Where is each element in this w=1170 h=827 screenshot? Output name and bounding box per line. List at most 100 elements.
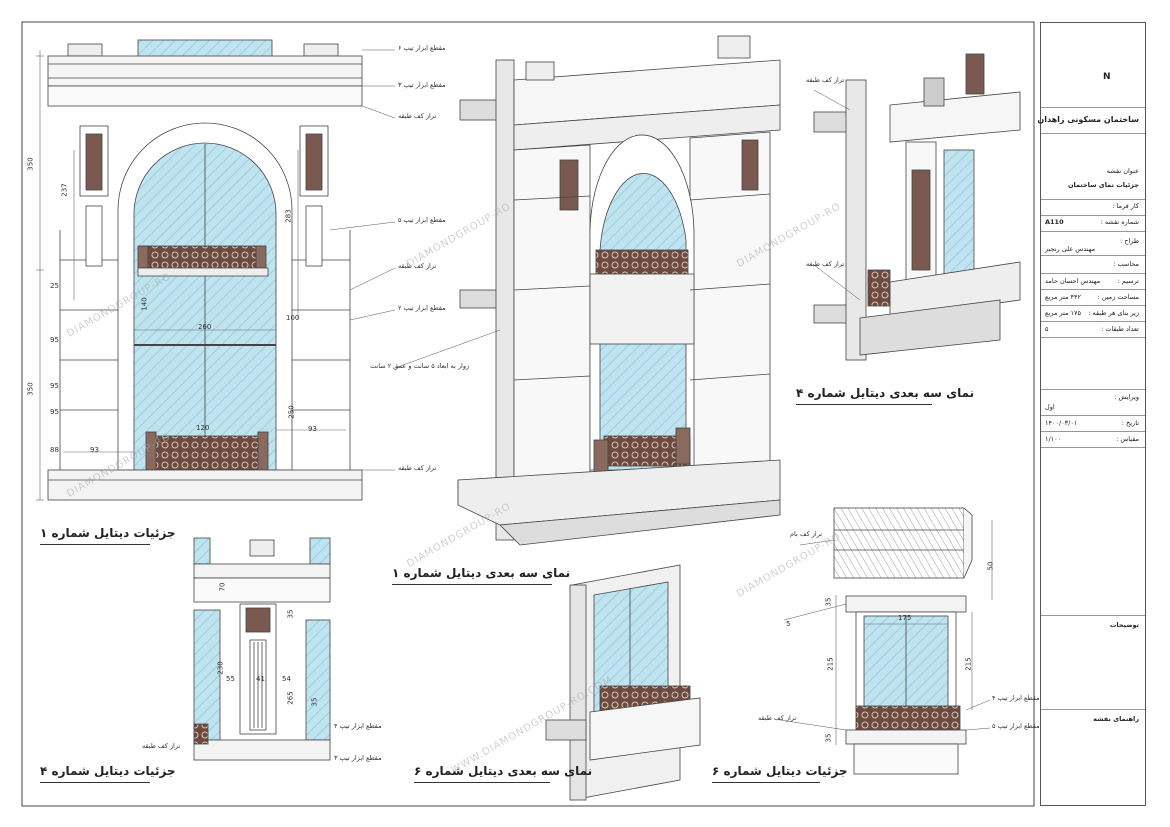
scale: ۱/۱۰۰ [1045,435,1062,443]
dim-label: 230 [216,661,225,675]
floors: ۵ [1045,325,1049,333]
dim-label: 237 [60,183,69,197]
detail-6-section-and-elevation [833,507,973,775]
note-profile: مقطع ابزار تیپ ۳ [334,754,382,762]
dim-label: 215 [826,657,835,671]
notes-label: توضیحات [1109,621,1139,629]
note-profile: مقطع ابزار تیپ ۴ [334,722,382,730]
calculator-label: محاسب : [1113,260,1139,268]
dim-label: 41 [256,675,265,683]
drafter: مهندس احسان حامد [1045,277,1101,285]
note-profile: مقطع ابزار تیپ ۲ [398,304,446,312]
note-profile: مقطع ابزار تیپ ۵ [398,216,446,224]
sheet-no-label: شماره نقشه : [1100,218,1139,226]
guide-label: راهنمای نقشه [1093,715,1139,723]
title-block-divider [1041,289,1145,290]
caption-underline [414,782,550,783]
caption-underline [40,544,150,545]
caption-underline [712,782,820,783]
title-block-divider [1041,133,1145,134]
title-block-divider [1041,273,1145,274]
note-floor-level: تراز کف طبقه [806,260,845,268]
drawing-title: جزئیات نمای ساختمان [1067,181,1139,189]
detail-1-elevation [47,39,363,501]
dim-label: 250 [287,405,296,419]
dim-label: 100 [286,314,300,322]
detail-6-dim-lines [835,520,993,745]
floor-area-label: زیر بنای هر طبقه : [1088,309,1139,317]
title-block-divider [1041,431,1145,432]
project-name: ساختمان مسکونی زاهدان [1037,115,1139,124]
leader-lines [329,49,991,731]
dim-label: 265 [286,691,295,705]
note-profile: مقطع ابزار تیپ ۵ [992,722,1040,730]
note-roof-level: تراز کف بام [790,530,823,538]
employer-label: کار فرما : [1112,202,1139,210]
dim-label: 95 [50,336,59,344]
dim-label: 88 [50,446,59,454]
caption-detail-1: جزئیات دیتایل شماره ۱ [40,526,176,540]
note-profile: مقطع ابزار تیپ ۶ [398,44,446,52]
date: ۱۴۰۰/۰۳/۰۱ [1045,419,1078,427]
dim-label: 35 [824,733,833,743]
caption-iso-1: نمای سه بعدی دیتایل شماره ۱ [392,566,571,580]
dim-label: 35 [310,697,319,707]
dim-label: 55 [226,675,235,683]
iso-6-view [545,564,701,801]
dim-label: 5 [786,620,791,628]
title-block-divider [1041,107,1145,108]
dim-label: 283 [284,209,293,223]
note-groove: زوار به ابعاد ۵ سانت و عمق ۲ سانت [370,362,470,370]
dim-label: 54 [282,675,291,683]
dim-label: 95 [50,382,59,390]
floors-label: تعداد طبقات : [1101,325,1139,333]
note-floor-level: تراز کف طبقه [758,714,797,722]
caption-underline [392,584,552,585]
scale-label: مقیاس : [1116,435,1139,443]
land-area-label: مساحت زمین : [1097,293,1139,301]
dim-label: 93 [308,425,317,433]
designer: مهندس علی رنجبر [1045,245,1096,253]
dim-label: 93 [90,446,99,454]
note-profile: مقطع ابزار تیپ ۴ [992,694,1040,702]
dim-label: 95 [50,408,59,416]
designer-label: طراح : [1119,237,1139,245]
note-floor-level: تراز کف طبقه [398,262,437,270]
revision: اول [1045,403,1055,411]
dim-label: 175 [898,614,912,622]
date-label: تاریخ : [1121,419,1139,427]
land-area: ۴۴۲ متر مربع [1045,293,1081,301]
detail-1-dim-lines [36,50,346,501]
sheet-border [21,21,1035,807]
north-label: N [1103,72,1111,82]
title-block-divider [1041,321,1145,322]
title-block-divider [1041,415,1145,416]
revision-label: ویرایش : [1114,393,1139,401]
note-floor-level: تراز کف طبقه [142,742,181,750]
dim-label: 140 [140,297,149,311]
sheet-no: A110 [1045,218,1064,226]
caption-detail-6: جزئیات دیتایل شماره ۶ [712,764,848,778]
drafter-label: ترسیم : [1117,277,1139,285]
dim-label: 260 [198,323,212,331]
title-block-divider [1041,447,1145,448]
title-block-divider [1041,709,1145,710]
title-block-divider [1041,389,1145,390]
floor-area: ۱۷۵ متر مربع [1045,309,1081,317]
title-block-divider [1041,231,1145,232]
drawing-title-label: عنوان نقشه [1106,167,1139,175]
dim-label: 215 [964,657,973,671]
note-floor-level: تراز کف طبقه [398,112,437,120]
dim-label: 350 [26,382,35,396]
dim-label: 25 [50,282,59,290]
note-floor-level: تراز کف طبقه [806,76,845,84]
title-block-divider [1041,215,1145,216]
dim-label: 120 [196,424,210,432]
title-block-divider [1041,337,1145,338]
iso-4-view [813,53,1021,361]
title-block-divider [1041,615,1145,616]
note-floor-level: تراز کف طبقه [398,464,437,472]
caption-detail-4: جزئیات دیتایل شماره ۴ [40,764,176,778]
